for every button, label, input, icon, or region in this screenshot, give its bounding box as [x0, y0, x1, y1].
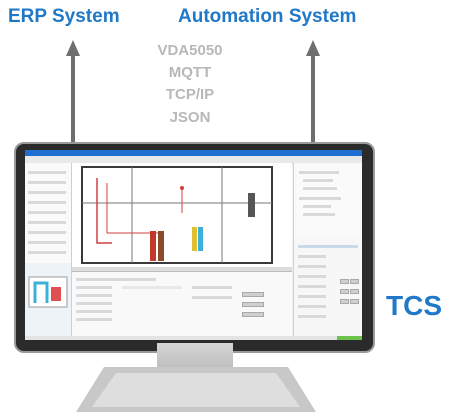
erp-system-label: ERP System: [8, 6, 120, 27]
automation-system-label: Automation System: [178, 6, 357, 27]
automation-arrow-head-icon: [306, 40, 320, 56]
protocol-label: TCP/IP: [165, 86, 215, 103]
order-details-panel: [72, 271, 292, 340]
tcs-software-screenshot: [25, 150, 362, 340]
protocol-label: MQTT: [168, 64, 212, 81]
erp-arrow-head-icon: [66, 40, 80, 56]
vehicle-list-panel: [25, 163, 72, 263]
protocol-label: VDA5050: [157, 42, 223, 59]
status-indicator: [337, 336, 362, 340]
vehicle-preview-panel: [25, 263, 72, 340]
tree-panel: [293, 163, 362, 239]
status-bar: [25, 336, 362, 340]
monitor-stand-base: [76, 367, 316, 412]
properties-panel: [293, 239, 362, 340]
automation-arrow-shaft: [311, 52, 315, 144]
monitor-stand-neck: [157, 343, 233, 369]
protocol-label: JSON: [169, 109, 211, 126]
tcs-label: TCS: [386, 290, 442, 321]
layout-map: [72, 163, 292, 271]
erp-arrow-shaft: [71, 52, 75, 144]
window-titlebar: [25, 150, 362, 156]
